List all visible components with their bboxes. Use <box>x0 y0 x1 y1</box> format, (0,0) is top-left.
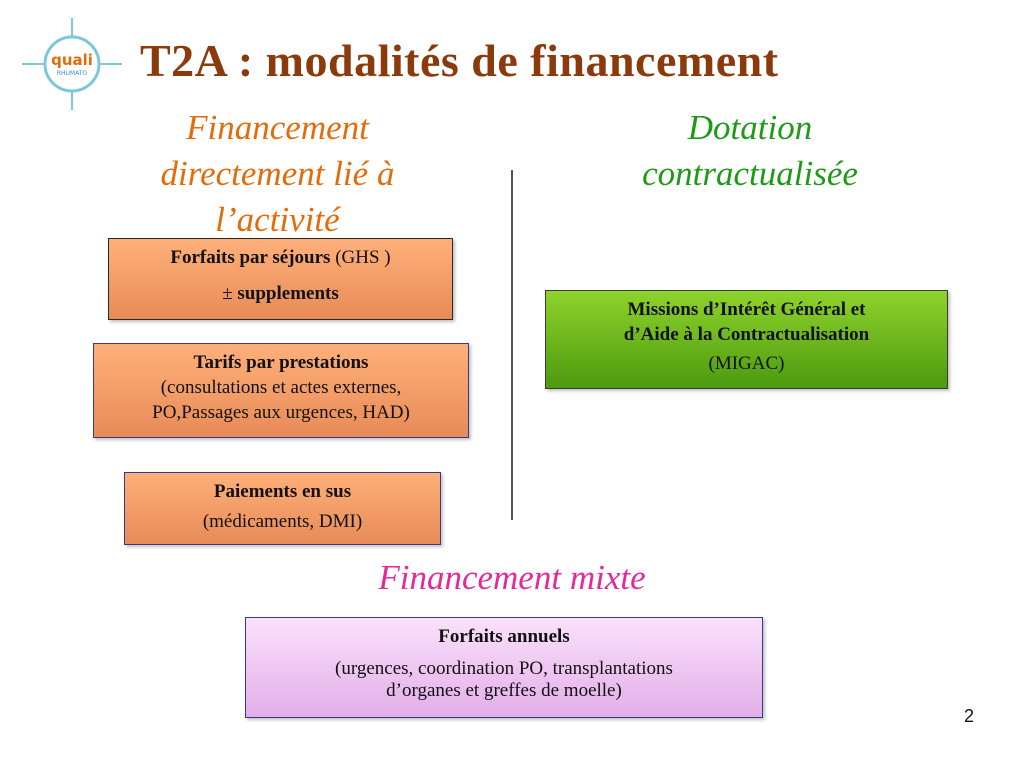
box-bold-text: Forfaits annuels <box>438 626 570 647</box>
box-text: (médicaments, DMI) <box>202 511 363 532</box>
box-bold-text: d’Aide à la Contractualisation <box>623 324 870 345</box>
box-bold-text: Tarifs par prestations <box>193 352 369 373</box>
box-text: ± <box>222 283 238 304</box>
box-forfaits-annuels: Forfaits annuels (urgences, coordination… <box>245 617 763 718</box>
box-line: ± supplements <box>109 283 452 305</box>
heading-activity-financing: Financement directement lié à l’activité <box>95 105 460 243</box>
box-bold-text: supplements <box>237 283 339 304</box>
box-bold-text: Missions d’Intérêt Général et <box>627 299 866 320</box>
box-bold-text: Forfaits par séjours <box>170 247 331 268</box>
box-migac: Missions d’Intérêt Général et d’Aide à l… <box>545 290 948 389</box>
logo-subtext: RHUMATO <box>57 70 88 77</box>
box-text: d’organes et greffes de moelle) <box>386 680 622 701</box>
box-paiements-en-sus: Paiements en sus (médicaments, DMI) <box>124 472 441 545</box>
heading-line: contractualisée <box>642 154 858 193</box>
box-text: (GHS ) <box>330 247 391 268</box>
heading-line: l’activité <box>215 200 340 239</box>
box-bold-text: Paiements en sus <box>213 481 352 502</box>
heading-line: Financement <box>186 108 369 147</box>
box-line: Forfaits par séjours (GHS ) <box>109 247 452 269</box>
quali-rhumato-logo: quali RHUMATO <box>22 18 122 110</box>
box-text: (MIGAC) <box>708 353 785 374</box>
box-text: (urgences, coordination PO, transplantat… <box>335 658 673 679</box>
box-text: PO,Passages aux urgences, HAD) <box>152 402 410 423</box>
box-forfaits-sejours: Forfaits par séjours (GHS ) ± supplement… <box>108 238 453 320</box>
heading-mixed-financing: Financement mixte <box>378 558 646 597</box>
box-tarifs-prestations: Tarifs par prestations (consultations et… <box>93 343 469 438</box>
column-divider <box>511 170 513 520</box>
logo-word: quali <box>51 51 93 69</box>
heading-line: Dotation <box>687 108 813 147</box>
slide-title: T2A : modalités de financement <box>140 35 779 86</box>
box-text: (consultations et actes externes, <box>160 377 402 398</box>
heading-contract-dotation: Dotation contractualisée <box>560 105 940 197</box>
page-number: 2 <box>963 706 974 726</box>
heading-line: directement lié à <box>160 154 395 193</box>
